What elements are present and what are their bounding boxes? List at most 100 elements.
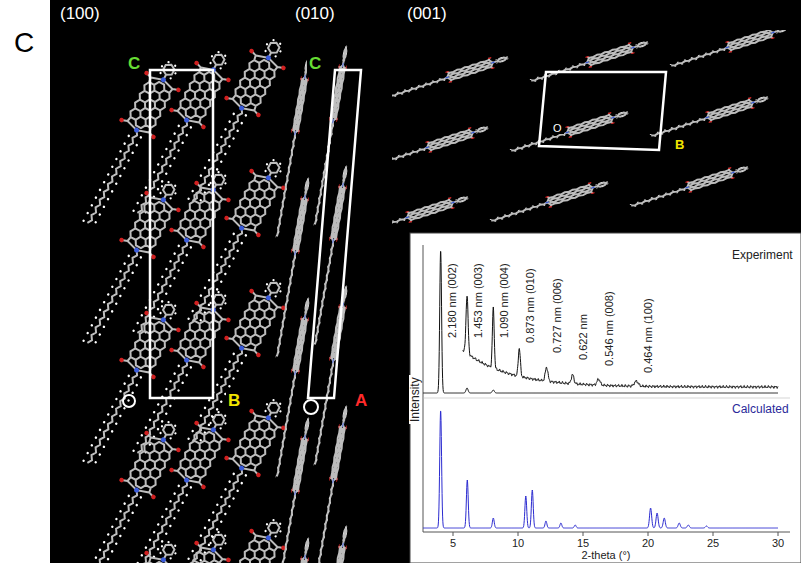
hydrogen-atom	[308, 425, 310, 427]
hydrogen-atom	[405, 152, 407, 153]
nitrogen-atom	[183, 237, 190, 244]
hydrogen-atom	[86, 451, 89, 454]
hydrogen-atom	[224, 272, 227, 275]
hydrogen-atom	[324, 536, 326, 539]
hydrogen-atom	[322, 425, 324, 428]
hydrogen-atom	[507, 58, 509, 59]
hydrogen-atom	[132, 449, 135, 452]
oxygen-atom	[338, 304, 340, 309]
hydrogen-atom	[174, 184, 177, 187]
oxygen-atom	[298, 129, 300, 134]
bond	[392, 193, 468, 235]
hydrogen-atom	[228, 505, 231, 508]
hydrogen-atom	[330, 368, 332, 371]
hydrogen-atom	[102, 421, 105, 424]
hydrogen-atom	[274, 295, 277, 298]
plot-inset	[410, 233, 801, 563]
hydrogen-atom	[295, 256, 297, 259]
nitrogen-atom	[265, 534, 272, 541]
hydrogen-atom	[565, 67, 567, 68]
hydrogen-atom	[331, 493, 333, 496]
hydrogen-atom	[148, 538, 151, 541]
hydrogen-atom	[319, 549, 321, 552]
hydrogen-atom	[342, 419, 344, 421]
hydrogen-atom	[110, 430, 113, 433]
hydrogen-atom	[684, 59, 686, 60]
hydrogen-atom	[308, 305, 310, 307]
oxygen-atom	[150, 254, 156, 260]
hydrogen-atom	[209, 181, 212, 184]
hydrogen-atom	[127, 254, 130, 257]
hydrogen-atom	[177, 244, 180, 247]
xrd-plot	[423, 245, 790, 536]
hydrogen-atom	[284, 303, 286, 306]
axis-letter: A	[353, 392, 369, 411]
hydrogen-atom	[290, 269, 292, 272]
hydrogen-atom	[174, 552, 177, 555]
hydrogen-atom	[634, 206, 636, 207]
hydrogen-atom	[691, 57, 693, 58]
hydrogen-atom	[224, 422, 227, 425]
hydrogen-atom	[306, 418, 308, 420]
hydrogen-atom	[131, 391, 134, 394]
hydrogen-atom	[305, 544, 307, 546]
hydrogen-atom	[284, 317, 286, 320]
hydrogen-atom	[308, 185, 310, 187]
oxygen-atom	[307, 557, 309, 562]
hydrogen-atom	[280, 222, 282, 225]
oxygen-atom	[143, 190, 149, 196]
hydrogen-atom	[159, 311, 162, 314]
axis-title: Intensity	[409, 376, 422, 425]
oxygen-atom	[143, 550, 149, 556]
black-ground	[50, 0, 801, 563]
hydrogen-atom	[132, 209, 135, 212]
hydrogen-atom	[106, 317, 109, 320]
hydrogen-atom	[689, 124, 691, 125]
hydrogen-atom	[556, 137, 558, 138]
hydrogen-atom	[177, 269, 180, 272]
oxygen-atom	[345, 425, 347, 430]
hydrogen-atom	[127, 374, 130, 377]
hydrogen-atom	[287, 286, 289, 289]
hydrogen-atom	[422, 87, 424, 88]
hydrogen-atom	[306, 538, 308, 540]
hydrogen-atom	[682, 127, 684, 128]
hydrogen-atom	[102, 325, 105, 328]
hydrogen-atom	[292, 500, 294, 503]
hydrogen-atom	[224, 294, 227, 297]
hydrogen-atom	[224, 302, 227, 305]
nitrogen-atom	[304, 434, 306, 439]
hydrogen-atom	[308, 545, 310, 547]
oxygen-atom	[150, 134, 156, 140]
oxygen-atom	[345, 305, 347, 310]
oxygen-atom	[248, 408, 254, 414]
nitrogen-atom	[238, 345, 245, 352]
hydrogen-atom	[281, 441, 283, 444]
hydrogen-atom	[210, 415, 213, 418]
oxygen-atom	[143, 310, 149, 316]
oxygen-atom	[150, 374, 156, 380]
hydrogen-atom	[322, 171, 324, 174]
oxygen-atom	[298, 369, 300, 374]
hydrogen-atom	[344, 46, 346, 48]
hydrogen-atom	[131, 151, 134, 154]
hydrogen-atom	[264, 49, 267, 52]
nitrogen-atom	[631, 46, 635, 49]
hydrogen-atom	[331, 133, 333, 136]
hydrogen-atom	[220, 255, 223, 258]
hydrogen-atom	[579, 63, 581, 64]
hydrogen-atom	[319, 189, 321, 192]
hydrogen-atom	[160, 180, 163, 183]
hydrogen-atom	[305, 184, 307, 186]
bond	[490, 178, 609, 226]
hydrogen-atom	[322, 545, 324, 548]
hydrogen-atom	[460, 197, 462, 198]
hydrogen-atom	[306, 191, 308, 193]
hydrogen-atom	[115, 182, 118, 185]
origin-marker	[304, 400, 318, 414]
hydrogen-atom	[275, 475, 277, 478]
hydrogen-atom	[272, 399, 275, 402]
hydrogen-atom	[277, 346, 279, 349]
hydrogen-atom	[716, 52, 718, 53]
